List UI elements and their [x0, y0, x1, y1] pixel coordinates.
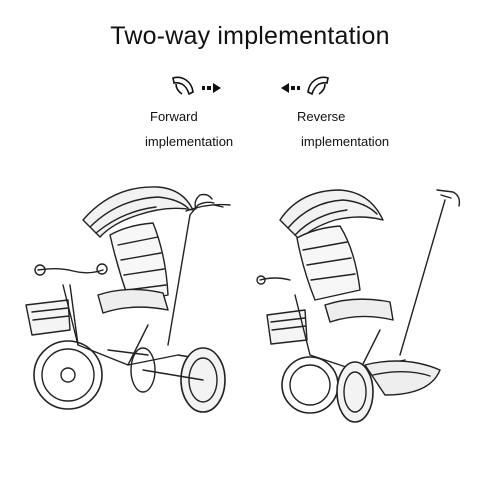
- tricycle-reverse-illustration: [256, 189, 461, 423]
- reverse-label-line1: Reverse: [297, 109, 346, 124]
- seat-facing-reverse-icon: [307, 76, 329, 96]
- arrow-right-icon: [202, 83, 221, 93]
- page-title: Two-way implementation: [110, 22, 390, 50]
- tricycle-forward-illustration: [25, 186, 231, 413]
- forward-label: Forward implementation: [145, 109, 233, 150]
- reverse-label: Reverse implementation: [297, 109, 389, 150]
- forward-label-line2: implementation: [145, 134, 234, 149]
- seat-facing-forward-icon: [172, 76, 194, 96]
- arrow-left-icon: [281, 83, 300, 93]
- forward-label-line1: Forward: [150, 109, 198, 124]
- reverse-label-line2: implementation: [301, 134, 390, 149]
